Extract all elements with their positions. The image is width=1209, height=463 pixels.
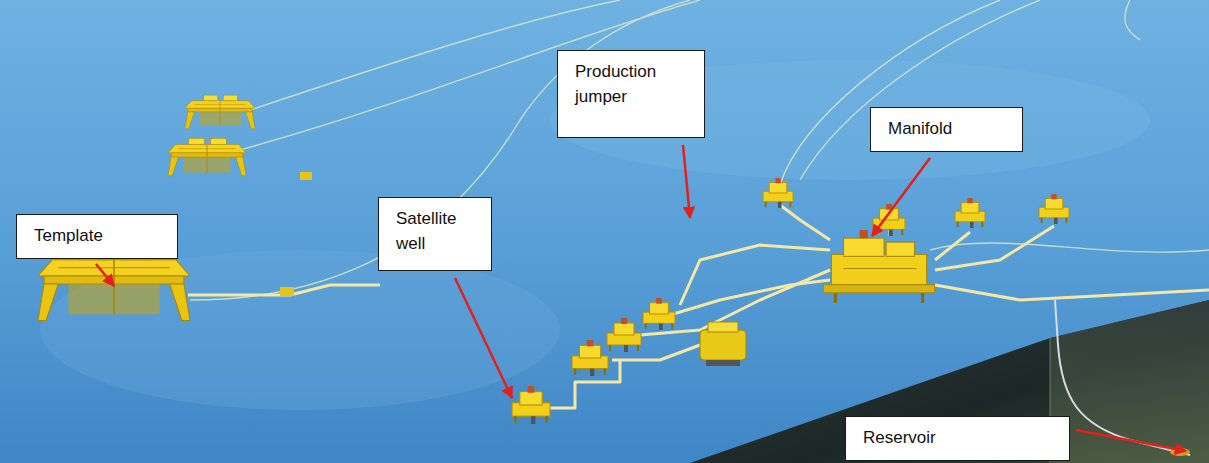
callout-box: Satellite well — [378, 197, 492, 271]
callout-label: Manifold — [888, 117, 1010, 142]
callout-box: Manifold — [870, 107, 1023, 152]
leader-arrow — [96, 264, 114, 286]
callout-label: Template — [34, 224, 165, 249]
callout-label: Production jumper — [575, 60, 692, 109]
leader-arrow — [1076, 430, 1186, 451]
callout-box: Template — [16, 214, 178, 259]
callout-box: Reservoir — [845, 416, 1070, 461]
callout-label: Satellite well — [396, 207, 479, 256]
leader-arrow — [455, 278, 512, 398]
callout-label: Reservoir — [863, 426, 1057, 451]
leader-arrow — [683, 145, 690, 218]
leader-arrow — [872, 158, 930, 236]
callout-box: Production jumper — [557, 50, 705, 138]
